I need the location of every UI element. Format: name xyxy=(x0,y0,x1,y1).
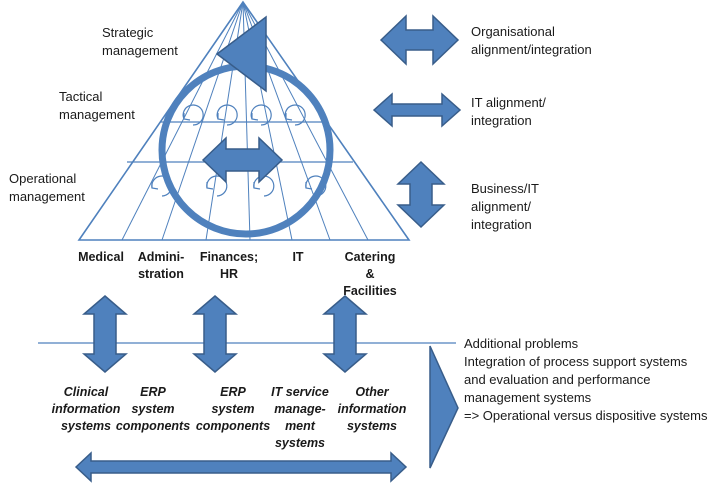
double-headed-vertical-arrow-icon xyxy=(191,295,239,373)
cycle-arrow-icon-group xyxy=(151,175,327,197)
circle-direction-arrow-icon xyxy=(215,15,267,93)
double-headed-vertical-arrow-icon xyxy=(81,295,129,373)
system-erp-components-1: ERP system components xyxy=(115,385,191,433)
cycle-arrow-icon xyxy=(284,104,306,126)
cycle-arrow-icon xyxy=(305,175,327,197)
double-headed-horizontal-arrow-icon xyxy=(201,136,284,184)
additional-problems-note: Additional problems Integration of proce… xyxy=(464,336,708,423)
department-finances-hr: Finances; HR xyxy=(199,250,259,281)
operational-management-label: Operational management xyxy=(9,171,85,204)
system-erp-components-2: ERP system components xyxy=(195,385,271,433)
business-it-alignment-label: Business/IT alignment/ integration xyxy=(471,181,539,232)
system-other-information: Other information systems xyxy=(337,385,407,433)
department-it: IT xyxy=(292,250,304,264)
double-headed-vertical-arrow-icon xyxy=(396,160,446,229)
department-medical: Medical xyxy=(78,250,124,264)
department-catering-facilities: Catering & Facilities xyxy=(343,250,397,298)
cycle-arrow-icon xyxy=(250,104,272,126)
tactical-management-label: Tactical management xyxy=(59,89,135,122)
cycle-arrow-icon xyxy=(216,104,238,126)
double-headed-vertical-arrow-icon xyxy=(321,295,369,373)
double-headed-horizontal-arrow-icon xyxy=(379,14,460,66)
organisational-alignment-label: Organisational alignment/integration xyxy=(471,24,592,57)
system-it-service-management: IT service manage- ment systems xyxy=(271,385,329,450)
it-alignment-label: IT alignment/ integration xyxy=(471,95,546,128)
chevron-right-icon xyxy=(429,345,459,469)
department-administration: Admini- stration xyxy=(137,250,185,281)
system-clinical-information: Clinical information systems xyxy=(51,385,121,433)
cycle-arrow-icon-group xyxy=(182,104,306,126)
strategic-management-label: Strategic management xyxy=(102,25,178,58)
cycle-arrow-icon xyxy=(182,104,204,126)
cycle-arrow-icon xyxy=(253,175,275,197)
double-headed-horizontal-arrow-icon xyxy=(74,451,408,483)
cycle-arrow-icon xyxy=(151,175,173,197)
double-headed-horizontal-arrow-icon xyxy=(372,92,462,128)
